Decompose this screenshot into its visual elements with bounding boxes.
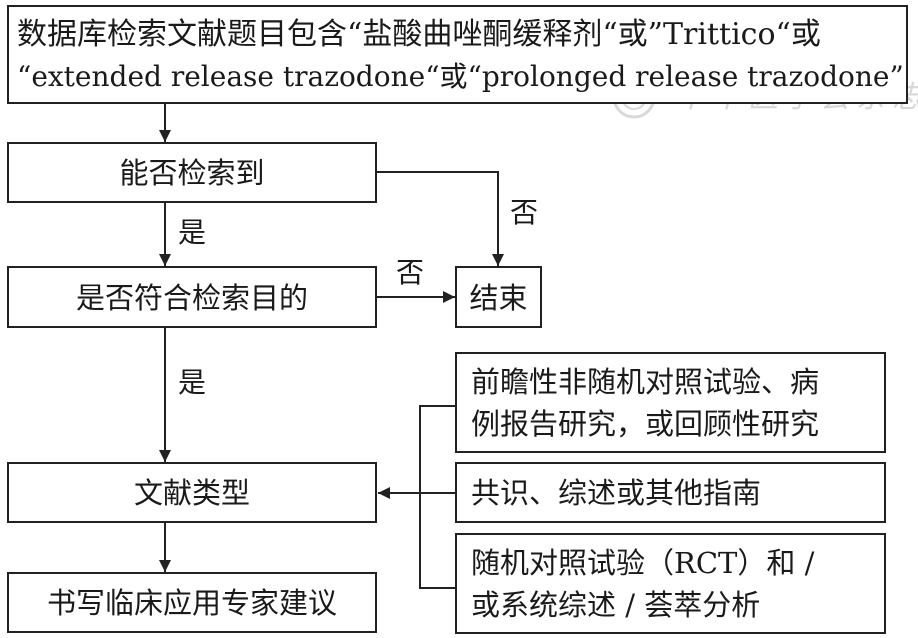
rct-line-2: 或系统综述 / 荟萃分析 (471, 588, 761, 622)
rct-node: 随机对照试验（RCT）和 / 或系统综述 / 荟萃分析 (455, 533, 886, 634)
arrow-search-to-end (377, 171, 504, 266)
query-line-2: “extended release trazodone“或“prolonged … (17, 60, 904, 93)
expert-advice-node: 书写临床应用专家建议 (7, 572, 377, 633)
literature-type-node: 文献类型 (7, 462, 377, 523)
edge-label-no-search: 否 (510, 196, 539, 229)
prospective-line-2: 例报告研究，或回顾性研究 (471, 407, 820, 441)
end-node: 结束 (455, 266, 542, 328)
goal-node: 是否符合检索目的 (7, 266, 377, 328)
literature-type-label: 文献类型 (133, 476, 250, 510)
consensus-label: 共识、综述或其他指南 (471, 476, 762, 510)
end-node-label: 结束 (469, 281, 528, 315)
query-box: 数据库检索文献题目包含“盐酸曲唑酮缓释剂“或”Trittico“或 “exten… (7, 5, 908, 104)
edge-label-no-goal: 否 (396, 256, 425, 289)
edge-label-yes-goal: 是 (178, 366, 207, 399)
search-node-label: 能否检索到 (119, 156, 265, 190)
edge-label-yes-search: 是 (178, 216, 207, 249)
query-line-1: 数据库检索文献题目包含“盐酸曲唑酮缓释剂“或”Trittico“或 (17, 17, 821, 52)
search-node: 能否检索到 (7, 142, 377, 203)
expert-advice-label: 书写临床应用专家建议 (46, 586, 337, 620)
prospective-line-1: 前瞻性非随机对照试验、病 (471, 365, 820, 399)
rct-line-1: 随机对照试验（RCT）和 / (471, 546, 815, 580)
bracket-right (419, 405, 455, 589)
goal-node-label: 是否符合检索目的 (75, 281, 308, 315)
consensus-node: 共识、综述或其他指南 (455, 462, 886, 523)
prospective-study-node: 前瞻性非随机对照试验、病 例报告研究，或回顾性研究 (455, 352, 886, 453)
